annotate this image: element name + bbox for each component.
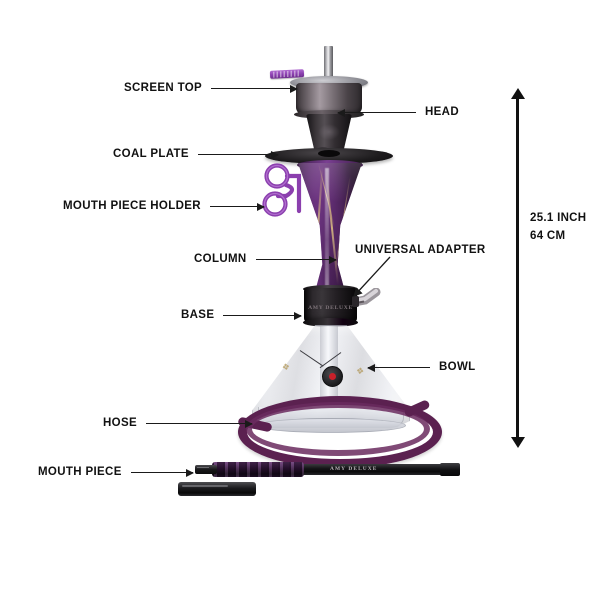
callout-label-head: HEAD	[425, 106, 459, 118]
mouth-piece-barrel-icon	[224, 464, 456, 475]
dimension-value-inch: 25.1 INCH	[530, 212, 587, 224]
callout-arrow-hose	[146, 419, 253, 428]
base-body-icon	[304, 288, 357, 323]
callout-arrow-base	[223, 311, 303, 320]
base-brand-text: AMY DELUXE	[308, 305, 353, 311]
callout-label-mouth-piece-holder: MOUTH PIECE HOLDER	[63, 200, 201, 212]
callout-label-coal-plate: COAL PLATE	[113, 148, 189, 160]
callout-label-column: COLUMN	[194, 253, 247, 265]
mouth-piece-end-cap-icon	[440, 463, 460, 476]
hose-coil-inner-icon	[246, 402, 430, 456]
bowl-medallion-tag-icon	[322, 366, 343, 387]
callout-head: HEAD	[337, 106, 459, 119]
callout-label-bowl: BOWL	[439, 361, 476, 373]
dimension-arrow	[511, 88, 525, 448]
base-bottom-ring-icon	[303, 318, 358, 327]
callout-arrow-universal-adapter	[353, 256, 391, 297]
universal-adapter-icon	[352, 288, 381, 307]
callout-arrow-coal-plate	[197, 150, 279, 159]
callout-label-base: BASE	[181, 309, 215, 321]
callout-coal-plate: COAL PLATE	[113, 148, 279, 161]
callout-screen-top: SCREEN TOP	[124, 82, 299, 95]
screen-top-rod-icon	[324, 46, 333, 78]
coal-plate-center-hole	[318, 150, 340, 157]
mouth-piece-detached-tip-icon	[178, 482, 256, 496]
head-bowl-body-icon	[306, 114, 352, 150]
dimension-text-group: 25.1 INCH 64 CM	[530, 209, 586, 245]
callout-arrow-head	[337, 108, 416, 117]
callout-column: COLUMN	[194, 253, 337, 266]
callout-base: BASE	[181, 309, 303, 322]
callout-mouth-piece: MOUTH PIECE	[38, 466, 194, 479]
callout-mouth-piece-holder: MOUTH PIECE HOLDER	[63, 200, 265, 213]
dimension-value-cm: 64 CM	[530, 230, 566, 242]
hose-coil-icon	[238, 396, 442, 468]
callout-arrow-screen-top	[211, 84, 299, 93]
callout-arrow-mouth-piece-holder	[209, 202, 265, 211]
head-metal-cup-icon	[296, 83, 362, 115]
callout-universal-adapter: UNIVERSAL ADAPTER	[355, 244, 486, 257]
mouth-piece-tip-icon	[195, 465, 217, 474]
callout-label-universal-adapter: UNIVERSAL ADAPTER	[355, 244, 486, 256]
callout-label-screen-top: SCREEN TOP	[124, 82, 203, 94]
callout-arrow-mouth-piece	[130, 468, 194, 477]
mouth-piece-holder-icon	[262, 163, 302, 217]
dimension-arrow-shaft	[516, 97, 519, 439]
callout-hose: HOSE	[103, 417, 253, 430]
dimension-arrow-head-top	[511, 88, 525, 99]
mouth-piece-brand-text: AMY DELUXE	[330, 466, 378, 472]
callout-label-hose: HOSE	[103, 417, 137, 429]
dimension-arrow-head-bottom	[511, 437, 525, 448]
mouth-piece-grip-icon	[212, 462, 304, 477]
callout-arrow-bowl	[367, 363, 430, 372]
callout-bowl: BOWL	[367, 361, 476, 374]
callout-label-mouth-piece: MOUTH PIECE	[38, 466, 122, 478]
callout-arrow-column	[255, 255, 337, 264]
